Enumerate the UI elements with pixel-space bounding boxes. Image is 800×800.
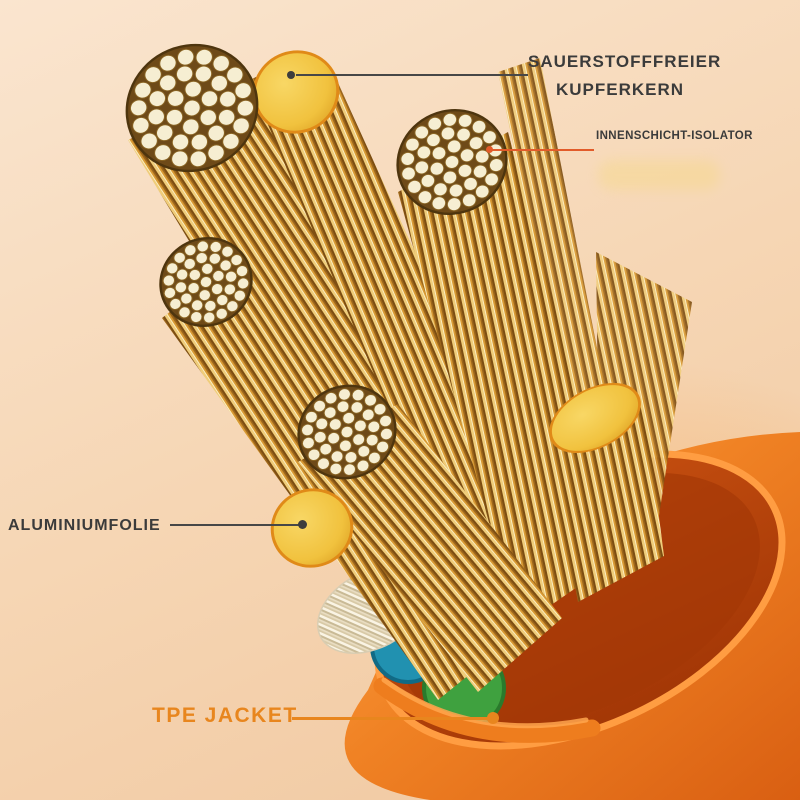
copper-strand-bundle xyxy=(298,404,562,692)
leader-line-copper-core xyxy=(296,74,528,76)
copper-strand-fans xyxy=(128,58,692,700)
faded-print-smudge xyxy=(598,160,720,190)
leader-dot-aluminium-foil xyxy=(298,520,307,529)
insulated-wire-end xyxy=(549,382,641,454)
copper-strand-bundle xyxy=(596,252,692,566)
label-copper-core: SAUERSTOFFFREIER KUPFERKERN xyxy=(528,48,722,104)
leader-dot-copper-core xyxy=(287,71,295,79)
label-inner-insulator: INNENSCHICHT-ISOLATOR xyxy=(596,130,753,142)
copper-bundle-end xyxy=(159,237,253,327)
jacket-front-rim xyxy=(373,677,601,743)
wire-end-caps xyxy=(125,43,641,568)
leader-dot-inner-insulator xyxy=(486,146,493,153)
insulated-wire-end xyxy=(270,488,354,568)
leader-line-tpe-jacket xyxy=(292,717,490,720)
leader-dot-tpe-jacket xyxy=(487,712,499,724)
label-copper-core-line2: KUPFERKERN xyxy=(555,80,685,99)
label-tpe-jacket: TPE JACKET xyxy=(152,704,298,727)
leader-line-aluminium-foil xyxy=(170,524,302,526)
label-copper-core-line1: SAUERSTOFFFREIER xyxy=(528,52,722,71)
label-aluminium-foil: ALUMINIUMFOLIE xyxy=(8,517,161,534)
copper-bundle-end xyxy=(125,43,259,173)
copper-bundle-end xyxy=(396,109,508,215)
leader-line-inner-insulator xyxy=(492,149,594,151)
copper-bundle-end xyxy=(297,384,397,480)
jacket-front-rim-highlight xyxy=(381,677,589,729)
